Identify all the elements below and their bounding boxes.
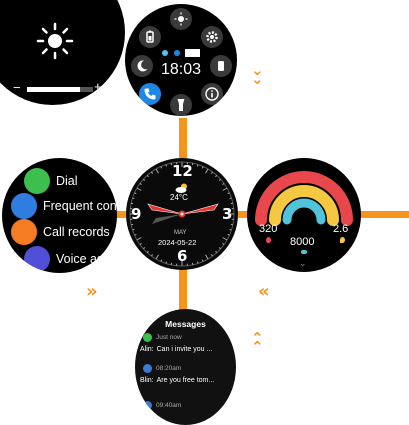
settings-icon xyxy=(205,30,219,44)
watch-hands xyxy=(126,158,238,270)
chevron-down-icon: ⌄ xyxy=(299,258,307,269)
list-item[interactable]: Frequent contacts xyxy=(11,193,117,219)
message-preview: Alin:Can i invite you ... xyxy=(140,346,212,353)
info-button[interactable] xyxy=(201,83,223,105)
location-icon xyxy=(340,237,345,243)
message-time: Just now xyxy=(156,334,182,341)
call-records-icon xyxy=(11,219,37,245)
connection-icon xyxy=(162,50,168,56)
steps-icon xyxy=(301,250,307,254)
message-text: Are you free tom... xyxy=(157,377,215,384)
brightness-screen[interactable]: − + xyxy=(0,0,125,105)
list-item-label: Dial xyxy=(56,174,78,188)
activity-rings xyxy=(247,158,361,272)
message-item[interactable]: 09:40am xyxy=(143,401,181,410)
voice-assistant-icon xyxy=(24,246,50,272)
flashlight-icon xyxy=(174,98,188,112)
list-item[interactable]: Voice assist xyxy=(24,246,117,272)
message-app-icon xyxy=(143,364,152,373)
info-icon xyxy=(205,87,219,101)
message-preview: Blin:Are you free tom... xyxy=(140,377,214,384)
swipe-up-chevron: ⌃⌃ xyxy=(251,334,264,352)
activity-screen[interactable]: 320 8000 2.6 ⌄ xyxy=(247,158,361,272)
message-sender: Blin: xyxy=(140,377,154,384)
list-item-label: Voice assist xyxy=(56,252,117,266)
message-text: Can i invite you ... xyxy=(157,346,213,353)
calories-value: 320 xyxy=(259,223,277,235)
list-item[interactable]: Call records xyxy=(11,219,110,245)
list-item-label: Call records xyxy=(43,225,110,239)
connector-top xyxy=(179,118,187,158)
message-time: 09:40am xyxy=(156,402,181,409)
battery-icon xyxy=(143,30,157,44)
message-item[interactable]: Just now xyxy=(143,333,182,342)
flame-icon xyxy=(266,237,271,243)
steps-value: 8000 xyxy=(290,236,314,248)
connector-bottom xyxy=(179,266,187,312)
distance-value: 2.6 xyxy=(333,223,348,235)
connector-left xyxy=(116,211,126,218)
list-item-label: Frequent contacts xyxy=(43,199,117,213)
contacts-icon xyxy=(11,193,37,219)
brightness-button[interactable] xyxy=(170,8,192,30)
swipe-down-chevron: ⌄⌄ xyxy=(251,66,264,84)
message-sender: Alin: xyxy=(140,346,154,353)
messages-title: Messages xyxy=(135,319,236,329)
message-item[interactable]: 08:20am xyxy=(143,364,181,373)
sun-icon xyxy=(36,22,74,65)
message-app-icon xyxy=(143,401,152,410)
control-center-screen[interactable]: 18:03 xyxy=(125,4,237,116)
phone-button[interactable] xyxy=(139,83,161,105)
swipe-right-chevron: » xyxy=(86,281,98,302)
watch-face-screen[interactable]: 12 3 6 9 24°C MAY 2024-05-22 xyxy=(126,158,238,270)
battery-saver-button[interactable] xyxy=(139,26,161,48)
message-app-icon xyxy=(143,333,152,342)
brightness-increase-button[interactable]: + xyxy=(94,79,102,94)
connector-far-right xyxy=(358,211,409,218)
dial-icon xyxy=(24,168,50,194)
brightness-slider[interactable] xyxy=(27,87,93,92)
status-icons xyxy=(162,47,200,59)
settings-button[interactable] xyxy=(201,26,223,48)
brightness-slider-fill xyxy=(27,87,80,92)
message-time: 08:20am xyxy=(156,365,181,372)
list-item[interactable]: Dial xyxy=(24,168,78,194)
phone-icon xyxy=(143,87,157,101)
battery-status-icon xyxy=(185,49,200,57)
brightness-decrease-button[interactable]: − xyxy=(13,80,21,95)
bluetooth-icon xyxy=(174,50,180,56)
brightness-icon xyxy=(174,12,188,26)
control-center-time: 18:03 xyxy=(125,61,237,79)
flashlight-button[interactable] xyxy=(170,94,192,116)
swipe-left-chevron: « xyxy=(258,281,270,302)
